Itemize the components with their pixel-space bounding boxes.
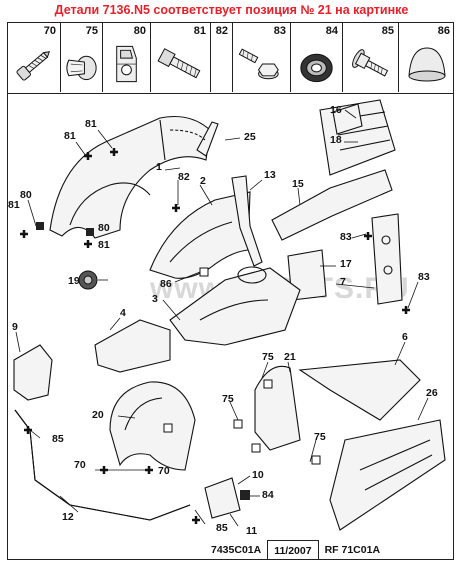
callout-84: 84 <box>262 489 274 501</box>
diagram-ref: RF 71C01A <box>324 544 381 556</box>
callout-70: 70 <box>74 459 86 471</box>
callout-85: 85 <box>216 522 228 534</box>
trim-25-part <box>196 121 219 157</box>
callout-13: 13 <box>264 169 276 181</box>
callout-4: 4 <box>120 307 126 319</box>
callout-17: 17 <box>340 258 352 270</box>
callout-1: 1 <box>156 161 162 173</box>
fastener-number: 86 <box>437 25 450 37</box>
bolt-washer-icon <box>238 48 279 80</box>
callout-70: 70 <box>158 465 170 477</box>
fastener-number: 75 <box>85 25 98 37</box>
callout-75: 75 <box>314 431 326 443</box>
fastener-cell-84[interactable]: 84 <box>291 22 343 92</box>
callout-2: 2 <box>200 175 206 187</box>
bracket-4-part <box>94 319 171 373</box>
callout-10: 10 <box>252 469 264 481</box>
callout-20: 20 <box>92 409 104 421</box>
fastener-strip: 70 75 80 81 <box>7 22 454 94</box>
callout-9: 9 <box>12 321 18 333</box>
wheel-arch-liner-part <box>109 381 196 471</box>
callout-11: 11 <box>246 525 257 537</box>
longitudinal-15-part <box>271 169 393 241</box>
callout-19: 19 <box>68 275 80 287</box>
callout-12: 12 <box>62 511 74 523</box>
callout-6: 6 <box>402 331 408 343</box>
fastener-number: 80 <box>133 25 146 37</box>
bolt-icon <box>157 48 201 79</box>
fastener-number: 84 <box>325 25 338 37</box>
clip-nut-icon <box>116 45 137 83</box>
callout-18: 18 <box>330 134 342 146</box>
callout-15: 15 <box>292 178 304 190</box>
callout-25: 25 <box>244 131 256 143</box>
fastener-cell-75[interactable]: 75 <box>61 22 103 92</box>
callout-16: 16 <box>330 104 342 116</box>
callout-83: 83 <box>418 271 430 283</box>
fastener-number: 70 <box>43 25 56 37</box>
front-wing-part <box>49 115 211 239</box>
fastener-number: 81 <box>193 25 206 37</box>
apron-3-part <box>169 267 301 346</box>
fastener-cell-81[interactable]: 81 <box>151 22 211 92</box>
callout-85: 85 <box>52 433 64 445</box>
shield-21-part <box>254 365 301 451</box>
grommet-84-part <box>240 490 250 500</box>
diagram-footer: 7435C01A 11/2007 RF 71C01A <box>205 540 454 560</box>
push-clip-icon <box>66 55 97 81</box>
callout-75: 75 <box>262 351 274 363</box>
fastener-cell-82[interactable]: 82 <box>211 22 233 92</box>
leader-lines <box>15 109 429 527</box>
callout-81: 81 <box>64 130 76 142</box>
callout-labels: 81 81 80 81 1 25 82 2 13 16 18 15 80 81 … <box>8 104 438 537</box>
callout-81: 81 <box>8 199 20 211</box>
callout-3: 3 <box>152 293 158 305</box>
fastener-number: 85 <box>381 25 394 37</box>
callout-86: 86 <box>160 278 172 290</box>
callout-7: 7 <box>340 276 346 288</box>
callout-82: 82 <box>178 171 190 183</box>
bracket-10-part <box>204 477 241 519</box>
callout-81: 81 <box>98 239 110 251</box>
wing-6-part <box>298 359 421 421</box>
bracket-9-part <box>13 344 53 401</box>
strip-13-part <box>231 175 263 267</box>
cap-icon <box>408 47 446 82</box>
callout-21: 21 <box>284 351 296 363</box>
flange-screw-icon <box>352 49 389 77</box>
fastener-cell-83[interactable]: 83 <box>233 22 291 92</box>
fastener-cell-80[interactable]: 80 <box>103 22 151 92</box>
wing-26-part <box>329 419 446 531</box>
rail-16-part <box>332 103 363 135</box>
screw-icon <box>16 51 51 81</box>
grommet-icon <box>300 53 333 83</box>
fastener-cell-85[interactable]: 85 <box>343 22 399 92</box>
callout-26: 26 <box>426 387 438 399</box>
callout-75: 75 <box>222 393 234 405</box>
bracket-7-part <box>371 213 403 305</box>
callout-81: 81 <box>85 118 97 130</box>
fastener-marks <box>20 148 410 524</box>
fastener-number: 83 <box>273 25 286 37</box>
callout-83: 83 <box>340 231 352 243</box>
page-title: Детали 7136.N5 соответствует позиция № 2… <box>54 3 409 17</box>
diagram-frame <box>7 22 454 560</box>
fastener-number: 82 <box>215 25 228 37</box>
fastener-cell-86[interactable]: 86 <box>399 22 454 92</box>
callout-80: 80 <box>98 222 110 234</box>
callout-80: 80 <box>20 189 32 201</box>
fastener-cell-70[interactable]: 70 <box>7 22 61 92</box>
diagram-code: 7435C01A <box>211 544 262 556</box>
diagram-date: 11/2007 <box>267 540 319 560</box>
